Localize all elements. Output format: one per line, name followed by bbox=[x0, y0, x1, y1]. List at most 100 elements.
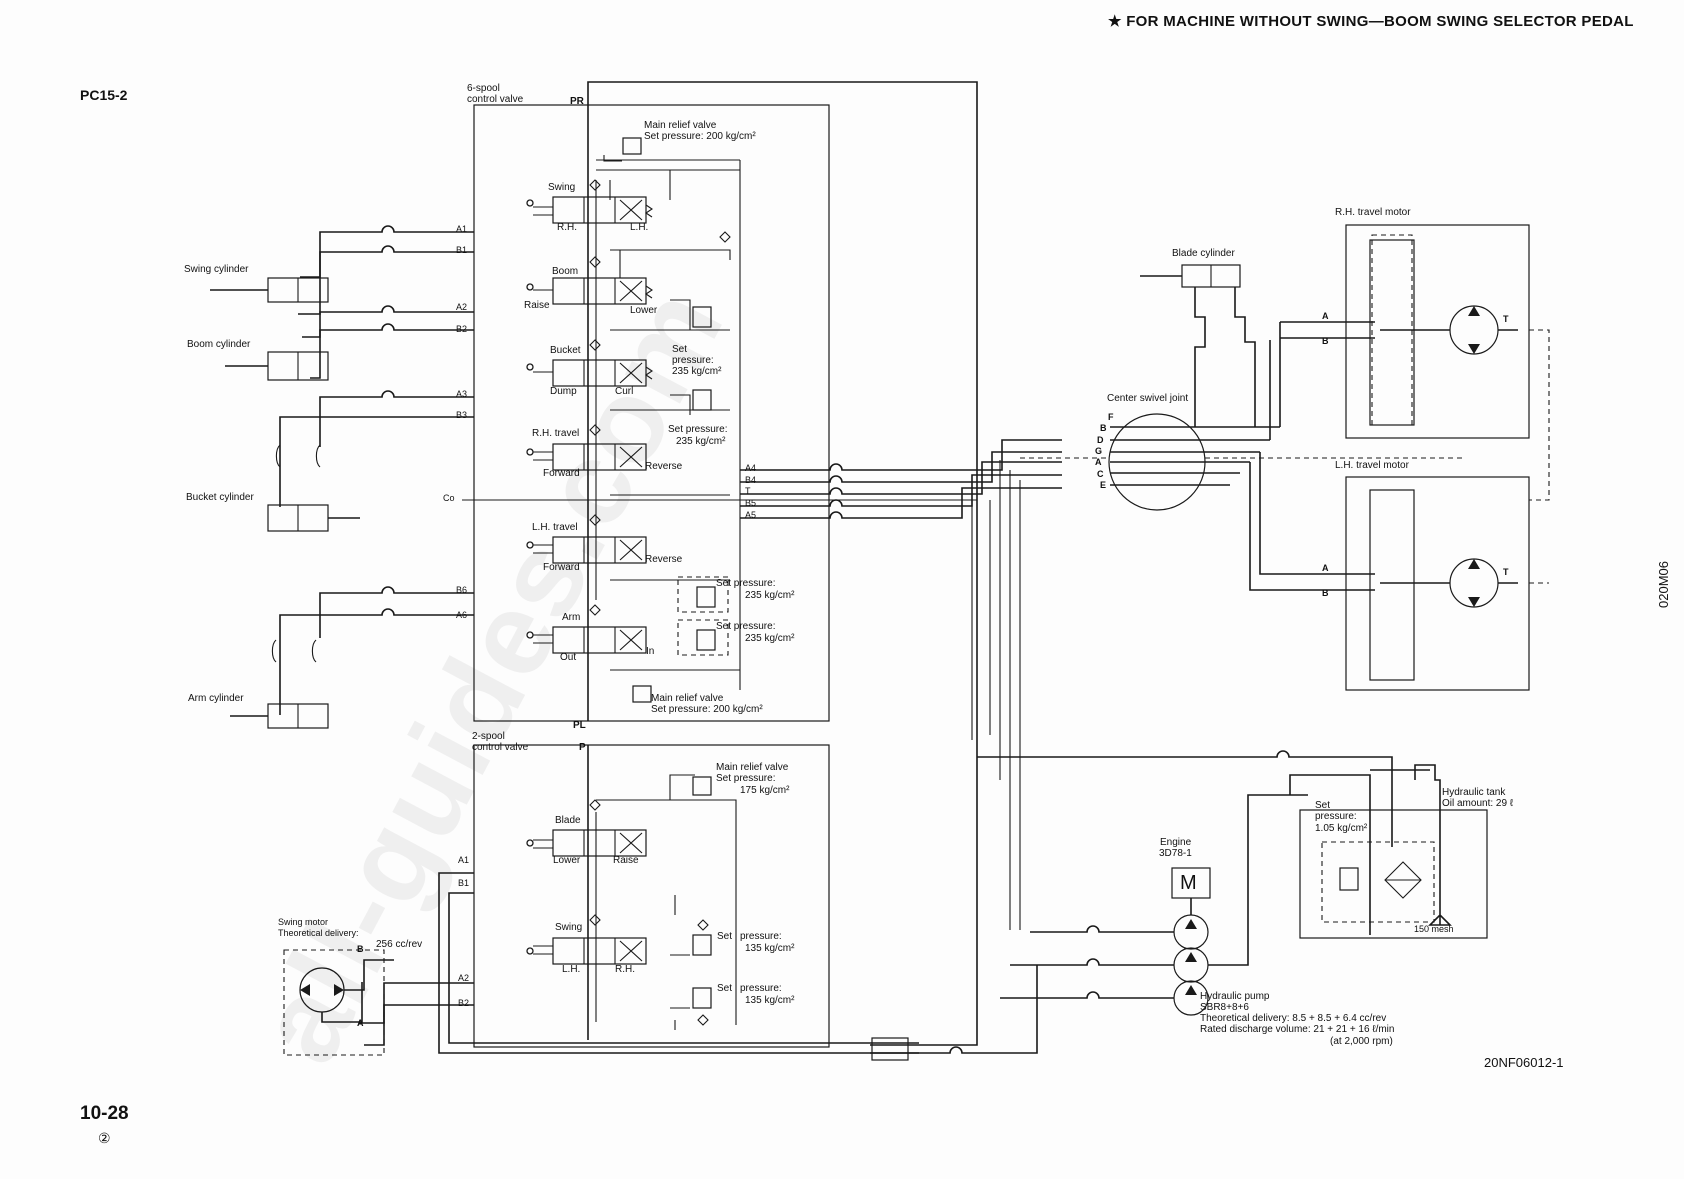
boom-relief-1: Set bbox=[672, 344, 688, 355]
port-b5: B5 bbox=[745, 498, 757, 508]
main-relief-top-1: Main relief valve bbox=[644, 120, 717, 131]
boom-relief-3: 235 kg/cm² bbox=[672, 366, 722, 377]
line-b3 bbox=[279, 416, 474, 507]
spool-bucket bbox=[526, 359, 653, 387]
blade-cylinder-label: Blade cylinder bbox=[1172, 248, 1235, 259]
tank-set-1: Set bbox=[1315, 800, 1331, 811]
swivel-port-f: F bbox=[1108, 412, 1114, 422]
swivel-port-a: A bbox=[1095, 457, 1102, 467]
rh-travel-motor-title: R.H. travel motor bbox=[1335, 207, 1411, 218]
lh-motor-port-t: T bbox=[1503, 567, 1509, 577]
side-code: 020M06 bbox=[1656, 561, 1671, 608]
arm-cylinder-label: Arm cylinder bbox=[188, 693, 244, 704]
boom-relief-2: pressure: bbox=[672, 355, 714, 366]
swing-cylinder-label: Swing cylinder bbox=[184, 264, 249, 275]
main-relief-top-2: Set pressure: 200 kg/cm² bbox=[644, 131, 756, 142]
pump-model: SBR8+8+6 bbox=[1200, 1002, 1249, 1013]
two-spool-r2-1: Set bbox=[717, 983, 733, 994]
line-b6 bbox=[319, 586, 474, 638]
tank-oil: Oil amount: 29 ℓ bbox=[1442, 798, 1514, 809]
page-revision: ② bbox=[98, 1130, 111, 1146]
model-label: PC15-2 bbox=[80, 87, 128, 103]
port-a3: A3 bbox=[456, 389, 468, 399]
rh-motor-port-b: B bbox=[1322, 336, 1329, 346]
spool-arm-left: Out bbox=[560, 652, 577, 663]
spool-swing-right: L.H. bbox=[630, 222, 649, 233]
spool-rh-travel-name: R.H. travel bbox=[532, 428, 580, 439]
port-b6: B6 bbox=[456, 585, 468, 595]
port-co: Co bbox=[443, 493, 455, 503]
spool-blade bbox=[526, 829, 647, 857]
rh-travel-motor bbox=[1280, 224, 1550, 501]
swing-motor-3: 256 cc/rev bbox=[376, 939, 423, 950]
spool-rh-travel-right: Reverse bbox=[645, 461, 683, 472]
two-spool-title-2: control valve bbox=[472, 742, 529, 753]
arm-relief-2b: 235 kg/cm² bbox=[745, 633, 795, 644]
spool-swing2-left: L.H. bbox=[562, 964, 581, 975]
port-b3: B3 bbox=[456, 410, 468, 420]
spool-blade-left: Lower bbox=[553, 855, 581, 866]
spool-bucket-right: Curl bbox=[615, 386, 634, 397]
line-b2 bbox=[310, 323, 474, 379]
engine-title: Engine bbox=[1160, 837, 1192, 848]
swivel-port-e: E bbox=[1100, 480, 1107, 490]
swivel-port-d: D bbox=[1097, 435, 1104, 445]
port-pr: PR bbox=[570, 96, 584, 107]
port-a6: A6 bbox=[456, 610, 468, 620]
port-a5: A5 bbox=[745, 510, 757, 520]
arm-relief-valve-1 bbox=[696, 586, 716, 608]
lh-travel-motor bbox=[1310, 476, 1549, 691]
port-b4: B4 bbox=[745, 475, 757, 485]
boom-relief-valve bbox=[692, 306, 712, 328]
swivel-port-g: G bbox=[1095, 446, 1103, 456]
six-spool-valve-body bbox=[473, 104, 830, 722]
rh-motor-port-a: A bbox=[1322, 311, 1329, 321]
line-a1 bbox=[300, 225, 474, 278]
two-spool-relief-3: 175 kg/cm² bbox=[740, 785, 790, 796]
engine bbox=[1171, 867, 1211, 915]
line-2spool-a1 bbox=[438, 872, 919, 1054]
swing-motor bbox=[283, 949, 394, 1056]
two-spool-r1-1: Set bbox=[717, 931, 733, 942]
bucket-cylinder bbox=[267, 444, 360, 532]
two-spool-valve-body bbox=[473, 744, 830, 1048]
spool-bucket-left: Dump bbox=[550, 386, 577, 397]
two-spool-relief-1: Main relief valve bbox=[716, 762, 789, 773]
spool-rh-travel-left: Forward bbox=[543, 468, 580, 479]
hydraulic-tank bbox=[1299, 764, 1488, 939]
port-2-a2: A2 bbox=[458, 973, 470, 983]
bucket-relief-2: 235 kg/cm² bbox=[676, 436, 726, 447]
spool-swing2-right: R.H. bbox=[615, 964, 635, 975]
port-a4: A4 bbox=[745, 463, 757, 473]
pump-delivery: Theoretical delivery: 8.5 + 8.5 + 6.4 cc… bbox=[1200, 1013, 1387, 1024]
port-pl: PL bbox=[573, 720, 586, 731]
spool-lh-travel-right: Reverse bbox=[645, 554, 683, 565]
line-a6 bbox=[279, 608, 474, 715]
swivel-port-c: C bbox=[1097, 469, 1104, 479]
page-number: 10-28 bbox=[80, 1103, 129, 1124]
swing-motor-1: Swing motor bbox=[278, 917, 329, 927]
swivel-port-b: B bbox=[1100, 423, 1107, 433]
main-relief-bottom-1: Main relief valve bbox=[651, 693, 724, 704]
two-spool-r2-3: 135 kg/cm² bbox=[745, 995, 795, 1006]
main-relief-valve-2spool bbox=[692, 776, 712, 796]
spool-swing bbox=[526, 196, 653, 224]
header-note: ★ FOR MACHINE WITHOUT SWING—BOOM SWING S… bbox=[1108, 13, 1634, 30]
swing-cylinder bbox=[210, 277, 329, 303]
spool-boom bbox=[526, 277, 653, 305]
spool-arm-right: In bbox=[646, 646, 655, 657]
port-a2: A2 bbox=[456, 302, 468, 312]
main-relief-bottom-2: Set pressure: 200 kg/cm² bbox=[651, 704, 763, 715]
main-relief-valve-bottom bbox=[632, 685, 652, 703]
relief-valve-2spool-2 bbox=[692, 987, 712, 1009]
swing-motor-2: Theoretical delivery: bbox=[278, 928, 359, 938]
spool-lh-travel-name: L.H. travel bbox=[532, 522, 578, 533]
engine-model: 3D78-1 bbox=[1159, 848, 1192, 859]
bucket-relief-1: Set pressure: bbox=[668, 424, 728, 435]
spool-boom-left: Raise bbox=[524, 300, 550, 311]
engine-symbol: M bbox=[1180, 872, 1197, 894]
tank-title: Hydraulic tank bbox=[1442, 787, 1506, 798]
port-t: T bbox=[745, 486, 751, 496]
two-spool-r2-2: pressure: bbox=[740, 983, 782, 994]
